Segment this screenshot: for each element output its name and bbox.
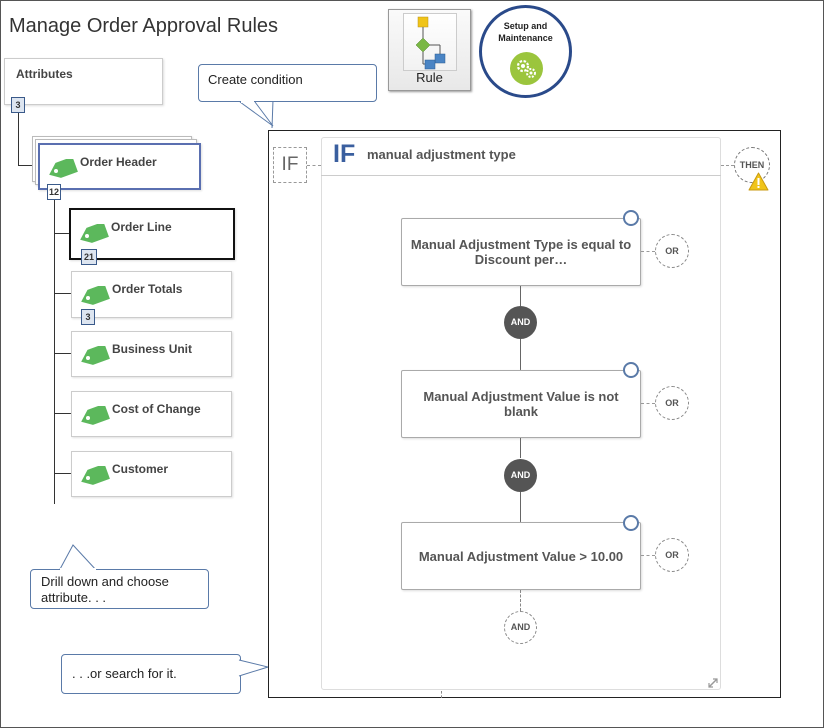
if-tab-connector <box>307 165 321 166</box>
and-operator[interactable]: AND <box>504 459 537 492</box>
tree-node-label: Business Unit <box>112 342 193 356</box>
tree-connector <box>18 113 19 166</box>
or-button[interactable]: OR <box>655 234 689 268</box>
and-connector <box>520 492 521 523</box>
rule-button-label: Rule <box>416 70 443 85</box>
tree-node-customer[interactable]: Customer <box>71 451 232 497</box>
condition-text: Manual Adjustment Value > 10.00 <box>418 548 624 564</box>
condition-text: Manual Adjustment Type is equal to Disco… <box>410 237 632 267</box>
drill-down-callout: Drill down and choose attribute. . . <box>30 569 209 609</box>
tree-connector <box>18 165 38 166</box>
tree-connector <box>54 353 71 354</box>
create-condition-text: Create condition <box>208 72 303 87</box>
add-and-button[interactable]: AND <box>504 611 537 644</box>
page-title: Manage Order Approval Rules <box>9 15 279 37</box>
condition-text: Manual Adjustment Value is not blank <box>423 389 619 419</box>
if-heading: IF <box>333 140 356 168</box>
tree-node-cost-of-change[interactable]: Cost of Change <box>71 391 232 437</box>
tree-connector <box>54 198 55 504</box>
order-line-count-badge: 21 <box>81 249 97 265</box>
order-header-count-badge: 12 <box>47 184 61 200</box>
search-callout-tail <box>238 659 270 677</box>
search-callout: . . .or search for it. <box>61 654 241 694</box>
tree-connector <box>54 233 71 234</box>
drill-down-callout-tail <box>58 544 98 572</box>
attributes-title: Attributes <box>16 67 73 81</box>
tree-connector <box>54 293 71 294</box>
tree-node-label: Order Totals <box>112 282 183 296</box>
condition-handle[interactable] <box>623 210 639 226</box>
tree-node-label: Cost of Change <box>112 402 201 416</box>
or-button[interactable]: OR <box>655 386 689 420</box>
add-and-connector <box>520 590 521 611</box>
create-condition-callout-tail <box>239 101 274 127</box>
condition-box[interactable]: Manual Adjustment Type is equal to Disco… <box>401 218 641 286</box>
tree-node-business-unit[interactable]: Business Unit <box>71 331 232 377</box>
panel-bottom-connector <box>441 691 442 698</box>
tag-icon <box>80 463 110 491</box>
tree-node-order-header[interactable]: Order Header <box>38 143 201 190</box>
tag-icon <box>48 156 78 184</box>
tree-node-order-totals[interactable]: Order Totals <box>71 271 232 318</box>
or-button[interactable]: OR <box>655 538 689 572</box>
condition-box[interactable]: Manual Adjustment Value is not blank <box>401 370 641 438</box>
drill-down-text: Drill down and choose attribute. . . <box>41 574 169 605</box>
and-connector <box>520 339 521 370</box>
tag-icon <box>80 403 110 431</box>
setup-and-maintenance-label: Setup and Maintenance <box>482 20 569 44</box>
and-connector <box>520 438 521 458</box>
tree-node-label: Order Header <box>80 155 157 169</box>
rule-diagram-icon <box>403 13 457 71</box>
and-connector <box>520 286 521 306</box>
create-condition-callout: Create condition <box>198 64 377 102</box>
tree-node-label: Customer <box>112 462 169 476</box>
condition-handle[interactable] <box>623 362 639 378</box>
then-button[interactable]: THEN <box>734 147 770 183</box>
header-divider <box>321 175 721 176</box>
attributes-count-badge: 3 <box>11 97 25 113</box>
if-tab[interactable]: IF <box>273 147 307 183</box>
gears-icon <box>510 52 543 85</box>
or-connector <box>641 251 655 252</box>
warning-icon <box>748 172 769 196</box>
setup-label-line1: Setup and <box>503 21 548 31</box>
or-connector <box>641 403 655 404</box>
then-connector <box>721 165 734 166</box>
setup-label-line2: Maintenance <box>498 33 553 43</box>
condition-handle[interactable] <box>623 515 639 531</box>
tree-connector <box>54 413 71 414</box>
tag-icon <box>80 343 110 371</box>
resize-handle-icon[interactable] <box>707 676 719 694</box>
tag-icon <box>79 221 109 249</box>
and-operator[interactable]: AND <box>504 306 537 339</box>
attributes-card[interactable]: Attributes <box>4 58 163 105</box>
tree-node-label: Order Line <box>111 220 172 234</box>
search-callout-text: . . .or search for it. <box>72 666 177 681</box>
order-totals-count-badge: 3 <box>81 309 95 325</box>
setup-and-maintenance-button[interactable]: Setup and Maintenance <box>479 5 572 98</box>
condition-box[interactable]: Manual Adjustment Value > 10.00 <box>401 522 641 590</box>
callout-seam <box>60 568 96 570</box>
or-connector <box>641 555 655 556</box>
tag-icon <box>80 283 110 311</box>
rule-button[interactable]: Rule <box>388 9 471 91</box>
rule-title[interactable]: manual adjustment type <box>367 147 516 162</box>
tree-connector <box>54 473 71 474</box>
